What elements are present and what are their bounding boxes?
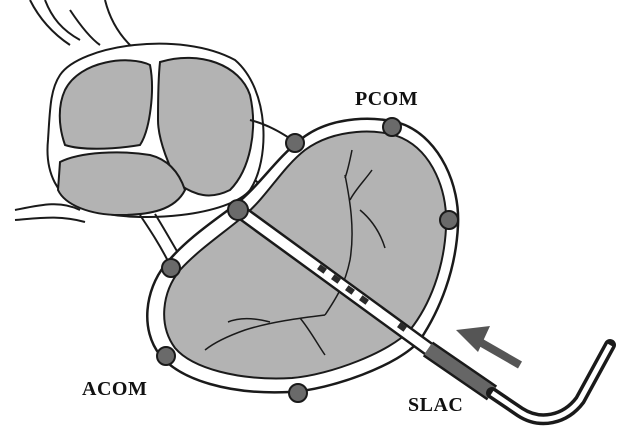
arrow-left-up-icon xyxy=(456,326,520,365)
node-catheter-tip xyxy=(228,200,248,220)
node-pcom-top xyxy=(383,118,401,136)
pcom-label: PCOM xyxy=(355,88,418,111)
lower-left-lobe xyxy=(58,152,185,215)
node-right xyxy=(440,211,458,229)
node-left xyxy=(162,259,180,277)
node-bottom xyxy=(289,384,307,402)
node-pcom-left xyxy=(286,134,304,152)
slac-label: SLAC xyxy=(408,394,463,417)
node-acom xyxy=(157,347,175,365)
acom-label: ACOM xyxy=(82,378,147,401)
